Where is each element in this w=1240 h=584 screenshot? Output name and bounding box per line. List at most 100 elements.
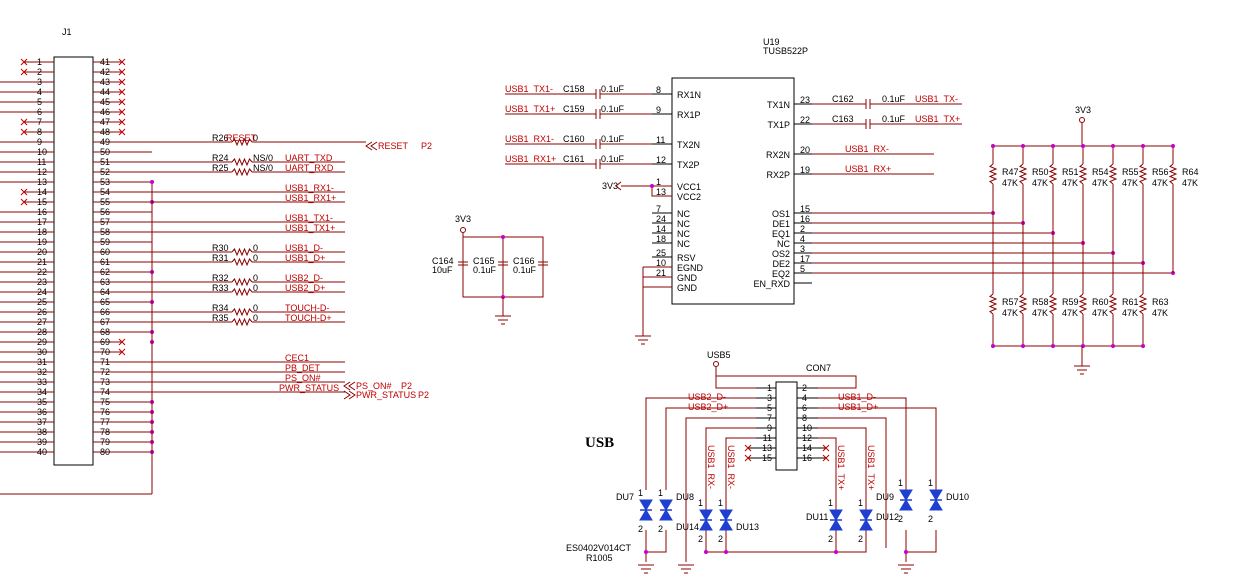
con7-left-pin-number: 11 (763, 433, 772, 443)
u19-ground (635, 266, 672, 345)
offsheet-reset-sheet: P2 (421, 141, 432, 151)
tvs-diode-pin2: 2 (698, 534, 703, 544)
j1-left-nc-mark (20, 188, 28, 196)
j1-right-pin-number: 44 (100, 87, 110, 97)
j1-left-pin-number: 35 (37, 397, 47, 407)
net-label: USB1_RX1- (285, 183, 334, 193)
rbank-top-resistor (1108, 163, 1118, 185)
connector-j1[interactable]: J1 1234567891011121314151617181920212223… (0, 27, 154, 495)
rbank-rail-junction (991, 144, 995, 148)
u19-left-pin-number: 9 (656, 105, 661, 115)
j1-ground-junction (150, 180, 154, 184)
decap-junction-top (501, 235, 505, 239)
series-resistor-val: NS/0 (253, 153, 273, 163)
con7-right-pin-number: 14 (802, 443, 812, 453)
series-resistor-ref: R25 (212, 163, 229, 173)
rbank-bottom-resistor (1078, 293, 1088, 315)
rbank-bottom-resistor (1048, 293, 1058, 315)
u19-left-pin-number: 25 (656, 248, 666, 258)
tvs-diode-ref: DU10 (946, 492, 969, 502)
usb-power-label: USB5 (707, 350, 731, 360)
diode-package: R1005 (586, 553, 613, 563)
coupling-cap-plates (595, 89, 601, 99)
j1-left-pin-number: 28 (37, 327, 47, 337)
offsheet-reset[interactable]: RESET P2 (365, 141, 432, 151)
rbank-top-ref: R47 (1002, 167, 1019, 177)
coupling-net-label: USB1_RX1- (505, 134, 554, 144)
j1-left-pin-number: 32 (37, 367, 47, 377)
offsheet-reset-label: RESET (378, 141, 409, 151)
j1-right-nc-mark (118, 88, 126, 96)
offsheet-ps-on[interactable]: PS_ON# P2 (343, 381, 412, 391)
j1-left-pin-number: 11 (37, 157, 46, 167)
j1-right-pin-number: 69 (100, 337, 110, 347)
u19-left-pin-number: 24 (656, 214, 666, 224)
series-resistor (231, 257, 253, 267)
j1-left-pin-number: 15 (37, 197, 47, 207)
j1-left-pin-number: 8 (37, 127, 42, 137)
net-label: TOUCH-D+ (285, 313, 332, 323)
tvs-diode-pin1: 1 (858, 498, 863, 508)
j1-right-nc-mark (118, 68, 126, 76)
offsheet-pwr-status[interactable]: PWR_STATUS P2 (343, 390, 429, 400)
j1-left-nc-mark (20, 128, 28, 136)
j1-left-pin-number: 12 (37, 167, 47, 177)
u19-right-pin-name: NC (777, 239, 790, 249)
u19-vcc-label: 3V3 (602, 181, 618, 191)
rbank-ground-symbol (1074, 346, 1090, 375)
out-net-label: USB1_TX+ (915, 114, 960, 124)
rbank-top-val: 47K (1062, 178, 1078, 188)
j1-left-pin-number: 31 (37, 357, 47, 367)
u19-left-pin-name: NC (677, 239, 690, 249)
con7-ref: CON7 (806, 363, 831, 373)
j1-right-pin-number: 59 (100, 237, 110, 247)
diode-part-number: ES0402V014CT (566, 543, 632, 553)
net-label: USB1_TX1- (285, 213, 333, 223)
rx-net-label: USB1_RX- (845, 144, 889, 154)
decoupling-caps[interactable]: 3V3 C164 10uF C165 0.1uF C166 0.1uF (432, 214, 548, 325)
rbank-rail-junction (1021, 144, 1025, 148)
net-label: USB2_D- (285, 273, 323, 283)
series-resistor-ref: R32 (212, 273, 229, 283)
series-resistor (231, 167, 253, 177)
con7-right-pin-number: 2 (802, 383, 807, 393)
rbank-bottom-resistor (1138, 293, 1148, 315)
j1-right-pin-number: 65 (100, 297, 110, 307)
series-resistor-val: NS/0 (253, 163, 273, 173)
j1-right-pin-number: 41 (100, 57, 110, 67)
u19-body (671, 77, 795, 305)
decap-plates (458, 261, 548, 266)
j1-right-pin-number: 52 (100, 167, 110, 177)
offsheet-pwr-status-sheet: P2 (418, 390, 429, 400)
rbank-bottom-ref: R59 (1062, 297, 1079, 307)
j1-left-pin-number: 22 (37, 267, 47, 277)
j1-right-pin-number: 49 (100, 137, 110, 147)
rbank-bottom-resistor (1108, 293, 1118, 315)
net-label: USB1_TX1+ (285, 223, 335, 233)
j1-left-pin-number: 36 (37, 407, 47, 417)
u19-right-pin-number: 16 (800, 214, 810, 224)
con7-right-pin-number: 10 (802, 423, 812, 433)
u19-right-pin-name: EQ1 (772, 229, 790, 239)
rbank-ground-junction (1141, 344, 1145, 348)
j1-right-pin-number: 79 (100, 437, 110, 447)
u19-right-pin-number: 17 (800, 254, 810, 264)
j1-right-pin-number: 60 (100, 247, 110, 257)
usb2-data-wires (645, 397, 756, 490)
j1-ref: J1 (62, 27, 72, 37)
resistor-bank[interactable]: 3V3 R4747KR5047KR5147KR5447KR5547KR5647K… (988, 105, 1199, 375)
u19-left-pin-name: TX2P (677, 160, 700, 170)
rbank-top-ref: R64 (1182, 167, 1199, 177)
u19-left-pin-number: 7 (656, 204, 661, 214)
coupling-cap-plates (595, 109, 601, 119)
rbank-bottom-val: 47K (1152, 308, 1168, 318)
net-label: UART_TXD (285, 153, 333, 163)
coupling-cap-ref: C159 (563, 104, 585, 114)
rbank-top-val: 47K (1152, 178, 1168, 188)
net-label: UART_RXD (285, 163, 334, 173)
